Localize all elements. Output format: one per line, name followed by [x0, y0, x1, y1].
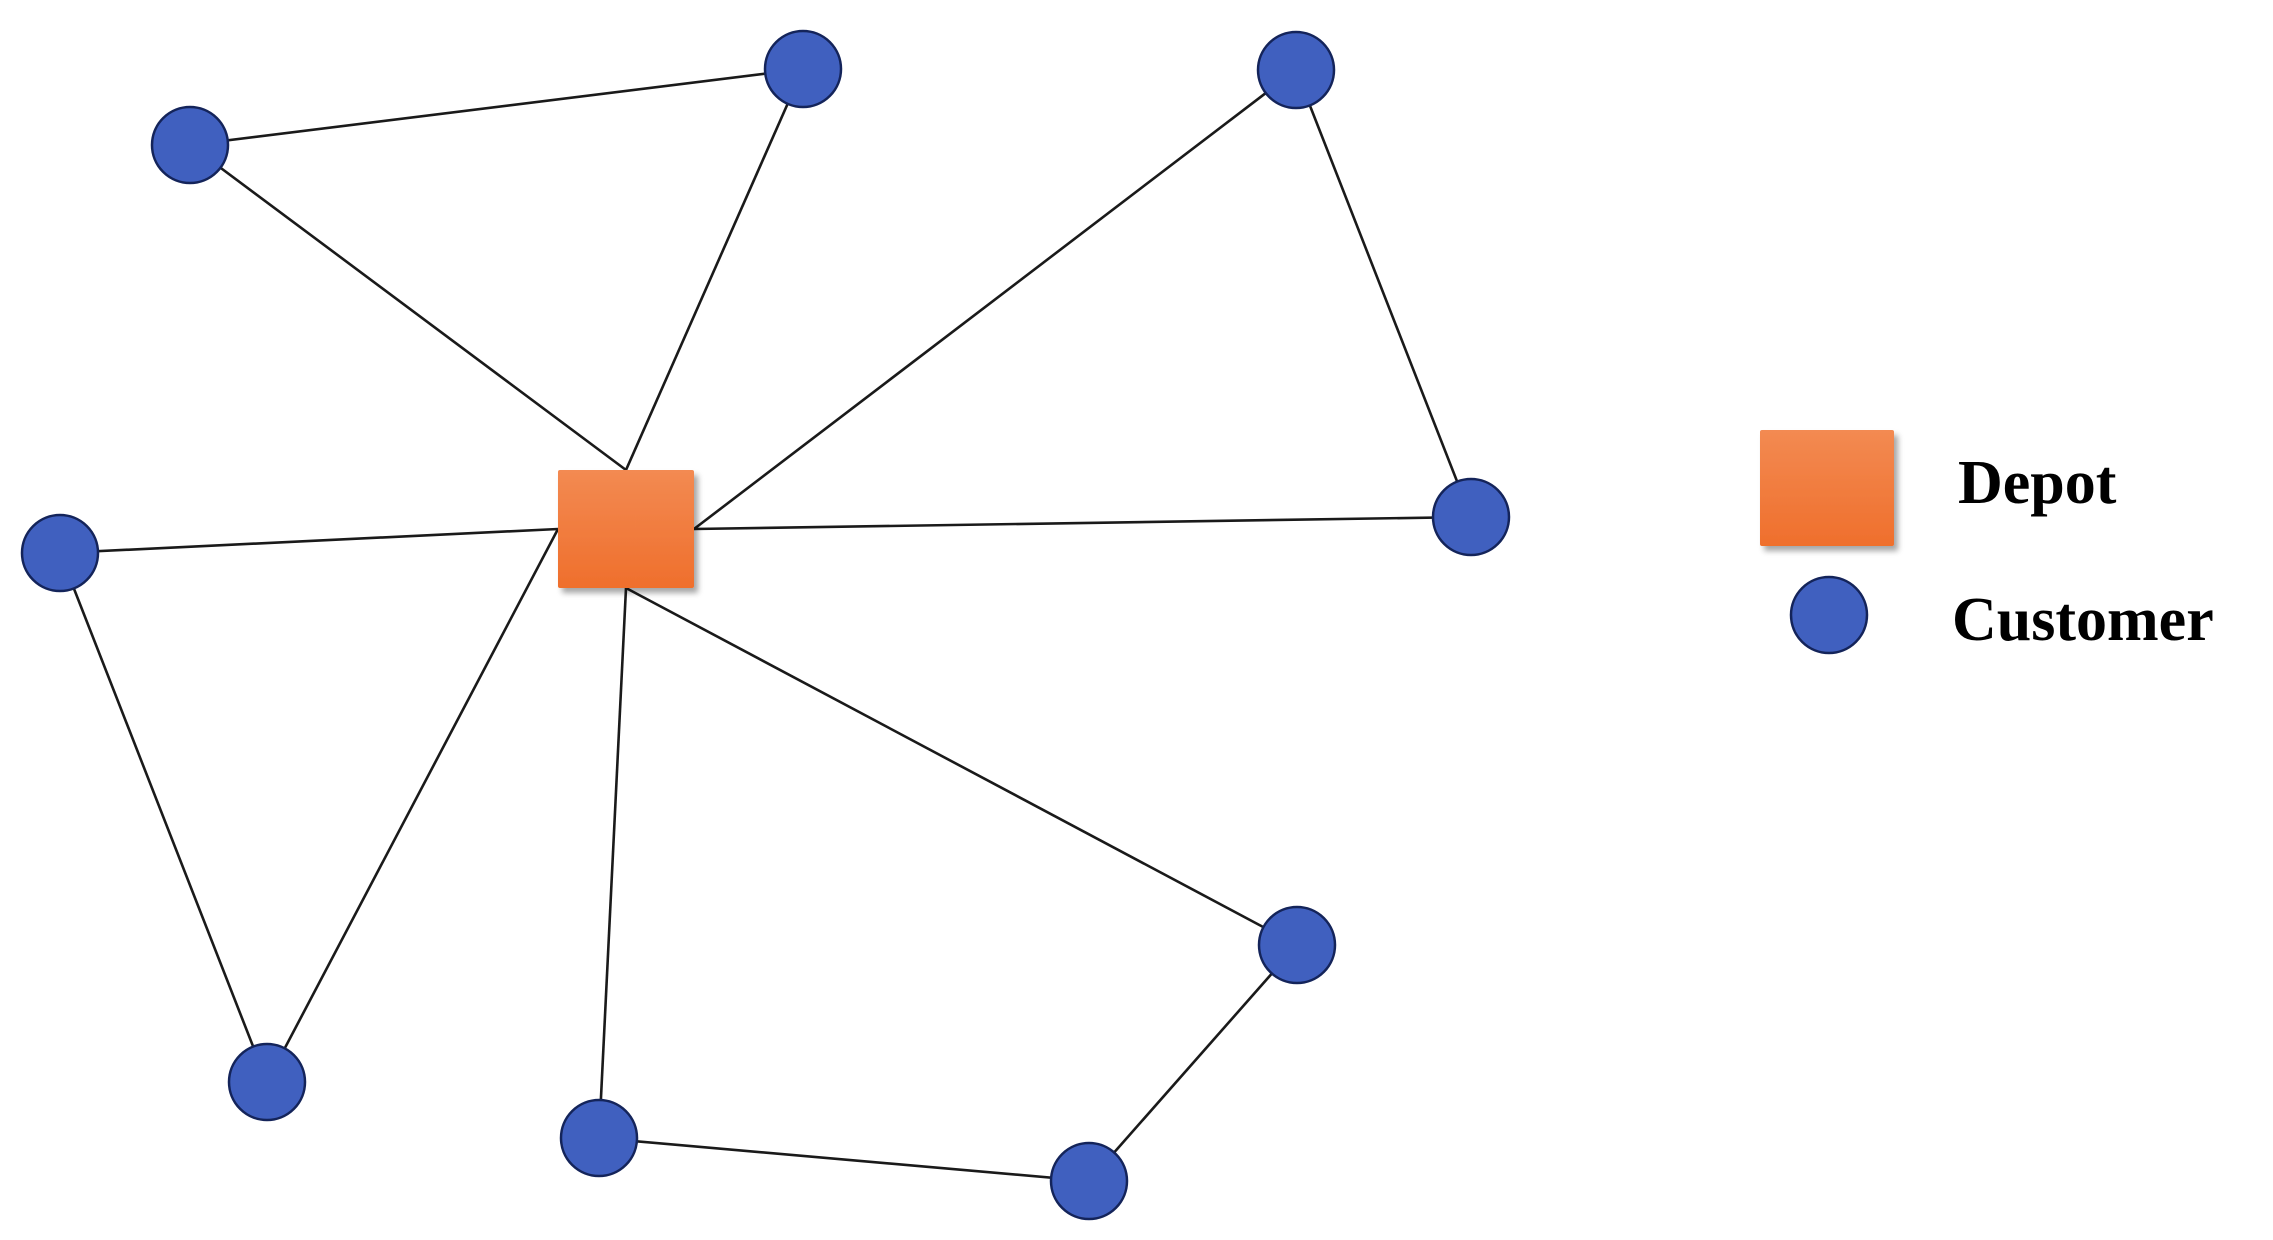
route-2-edge-c3-c4: [1294, 69, 1473, 518]
legend-depot-square: [1760, 430, 1894, 546]
network-nodes: [20, 29, 1511, 1221]
route-4-edge-c9-depot: [59, 527, 559, 555]
route-2-edge-c4-depot: [693, 515, 1472, 531]
customer-node-c4: [1431, 477, 1511, 557]
customer-node-c7: [559, 1098, 639, 1178]
route-1-edge-depot-c1: [189, 143, 627, 472]
customer-node-c2: [763, 29, 843, 109]
route-3-edge-c6-c7: [598, 1136, 1090, 1183]
route-3-edge-c7-depot: [597, 587, 628, 1139]
depot-square: [558, 470, 694, 588]
route-3-edge-c5-c6: [1088, 944, 1298, 1182]
route-2-edge-depot-c3: [693, 68, 1297, 531]
legend-depot-label: Depot: [1958, 449, 2117, 517]
legend-customer-label: Customer: [1952, 586, 2214, 654]
customer-node-c9: [20, 513, 100, 593]
route-3-edge-depot-c5: [625, 586, 1298, 947]
route-edges: [58, 67, 1473, 1183]
legend-customer-circle: [1789, 575, 1869, 655]
customer-node-c8: [227, 1042, 307, 1122]
customer-node-c6: [1049, 1141, 1129, 1221]
route-1-edge-c1-c2: [189, 67, 804, 147]
legend: Depot Customer: [1760, 430, 2214, 655]
customer-node-c1: [150, 105, 230, 185]
route-4-edge-depot-c8: [265, 528, 560, 1083]
route-1-edge-c2-depot: [624, 68, 805, 471]
route-4-edge-c8-c9: [58, 552, 269, 1083]
customer-node-c5: [1257, 905, 1337, 985]
customer-node-c3: [1256, 30, 1336, 110]
